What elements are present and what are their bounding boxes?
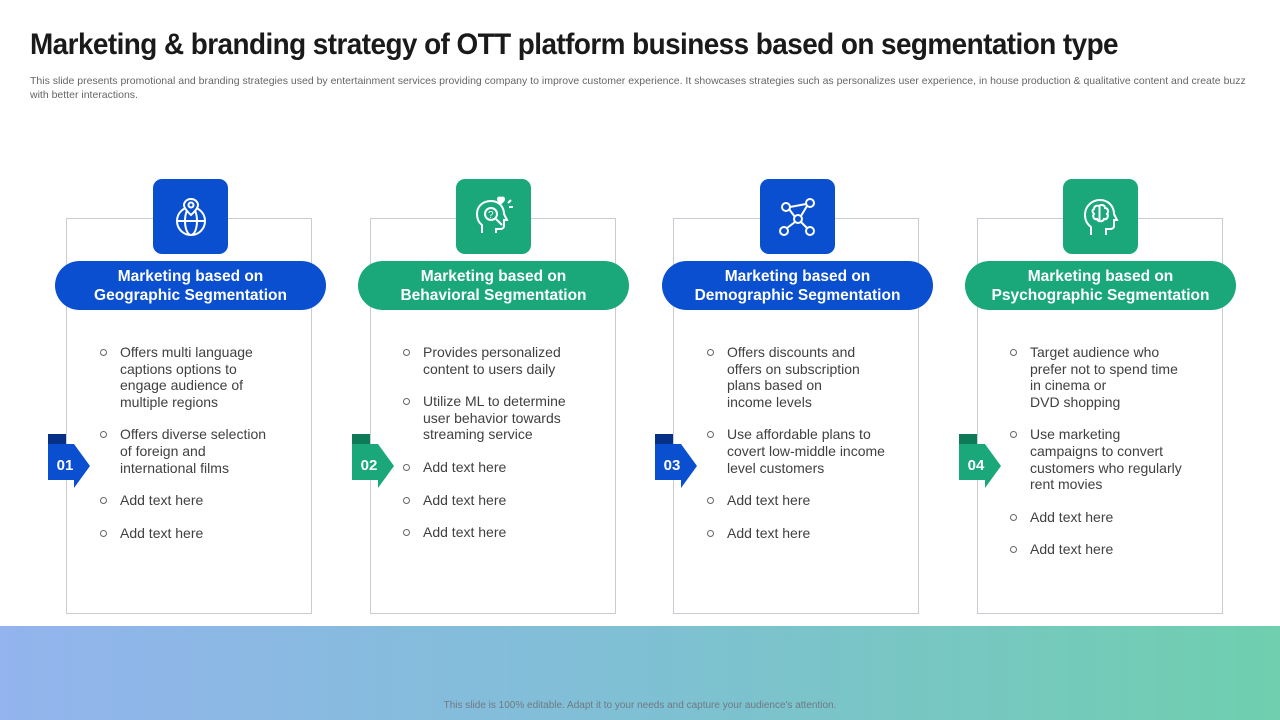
step-badge-04: 04 bbox=[955, 434, 1003, 490]
list-item: Add text here bbox=[705, 492, 885, 509]
step-badge-01: 01 bbox=[44, 434, 92, 490]
list-item: Utilize ML to determine user behavior to… bbox=[401, 393, 581, 443]
points-list-behavioral: Provides personalized content to users d… bbox=[401, 344, 581, 557]
list-item: Add text here bbox=[1008, 509, 1188, 526]
list-item: Offers diverse selection of foreign and … bbox=[98, 426, 278, 476]
segment-title-demographic: Marketing based on Demographic Segmentat… bbox=[662, 261, 933, 310]
list-item: Offers discounts and offers on subscript… bbox=[705, 344, 885, 410]
list-item: Add text here bbox=[401, 492, 581, 509]
list-item: Add text here bbox=[705, 525, 885, 542]
list-item: Add text here bbox=[401, 524, 581, 541]
segment-title-behavioral: Marketing based on Behavioral Segmentati… bbox=[358, 261, 629, 310]
list-item: Provides personalized content to users d… bbox=[401, 344, 581, 377]
list-item: Add text here bbox=[1008, 541, 1188, 558]
list-item: Target audience who prefer not to spend … bbox=[1008, 344, 1188, 410]
page-subtitle: This slide presents promotional and bran… bbox=[30, 75, 1246, 101]
list-item: Add text here bbox=[98, 525, 278, 542]
step-badge-02: 02 bbox=[348, 434, 396, 490]
segment-title-geographic: Marketing based on Geographic Segmentati… bbox=[55, 261, 326, 310]
points-list-psychographic: Target audience who prefer not to spend … bbox=[1008, 344, 1188, 574]
footer-band bbox=[0, 626, 1280, 720]
list-item: Offers multi language captions options t… bbox=[98, 344, 278, 410]
page-title: Marketing & branding strategy of OTT pla… bbox=[30, 28, 1119, 61]
points-list-demographic: Offers discounts and offers on subscript… bbox=[705, 344, 885, 557]
network-people-icon bbox=[760, 179, 835, 254]
globe-location-icon bbox=[153, 179, 228, 254]
footer-note: This slide is 100% editable. Adapt it to… bbox=[443, 700, 837, 711]
head-brain-icon bbox=[1063, 179, 1138, 254]
list-item: Use marketing campaigns to convert custo… bbox=[1008, 426, 1188, 492]
svg-text:?: ? bbox=[488, 210, 494, 221]
list-item: Use affordable plans to covert low-middl… bbox=[705, 426, 885, 476]
list-item: Add text here bbox=[98, 492, 278, 509]
list-item: Add text here bbox=[401, 459, 581, 476]
points-list-geographic: Offers multi language captions options t… bbox=[98, 344, 278, 557]
step-badge-03: 03 bbox=[651, 434, 699, 490]
segment-title-psychographic: Marketing based on Psychographic Segment… bbox=[965, 261, 1236, 310]
head-question-icon: ? bbox=[456, 179, 531, 254]
